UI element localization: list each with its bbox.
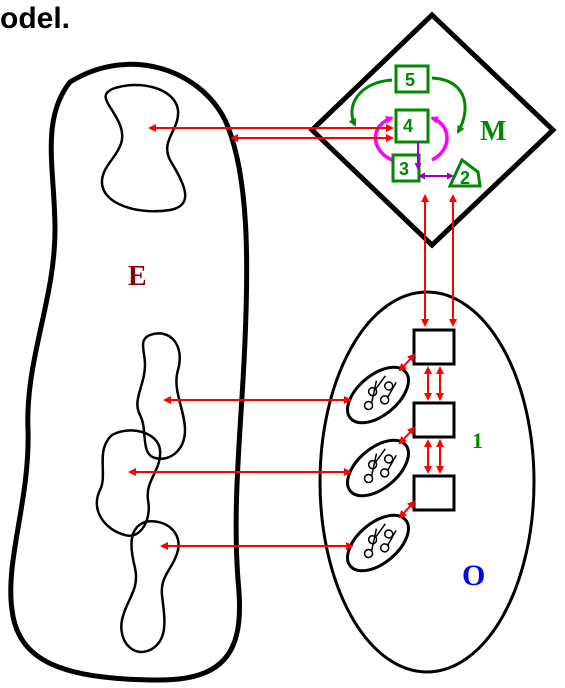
cross-links <box>130 128 453 546</box>
environment-label: E <box>128 261 147 292</box>
link-box-middle-cluster <box>400 428 414 443</box>
sensor-cluster-middle <box>338 430 419 507</box>
organism-region: O 1 <box>320 292 534 672</box>
page-heading: odel. <box>0 2 70 35</box>
organism-box-middle <box>414 403 454 437</box>
organism-level-label: 1 <box>472 428 483 453</box>
environment-region: E <box>11 64 247 680</box>
link-box-top-cluster <box>400 355 414 370</box>
model-box-4: 4 <box>396 110 428 142</box>
sensor-cluster-top <box>338 357 419 434</box>
link-box-bottom-cluster <box>400 502 414 517</box>
organism-box-top <box>414 330 454 364</box>
model-region: M 5 4 3 2 <box>312 15 553 245</box>
model-box-4-label: 4 <box>403 116 413 136</box>
model-box-3-label: 3 <box>399 159 409 179</box>
model-magenta-right <box>432 118 447 160</box>
model-box-2: 2 <box>450 160 480 188</box>
environment-blob-upper <box>137 333 185 458</box>
environment-blob-lower <box>121 521 178 652</box>
model-label: M <box>480 116 506 147</box>
model-loop-right <box>432 78 465 132</box>
organism-label: O <box>462 559 485 592</box>
model-diamond <box>312 15 553 245</box>
model-box-5-label: 5 <box>405 70 415 90</box>
model-box-5: 5 <box>396 66 428 92</box>
model-box-3: 3 <box>393 155 419 181</box>
environment-blob-top <box>102 85 185 211</box>
environment-blob-middle <box>97 430 160 535</box>
environment-outline <box>11 64 247 680</box>
sensor-cluster-bottom <box>338 505 419 582</box>
model-box-2-label: 2 <box>460 168 470 188</box>
organism-box-bottom <box>414 476 454 510</box>
